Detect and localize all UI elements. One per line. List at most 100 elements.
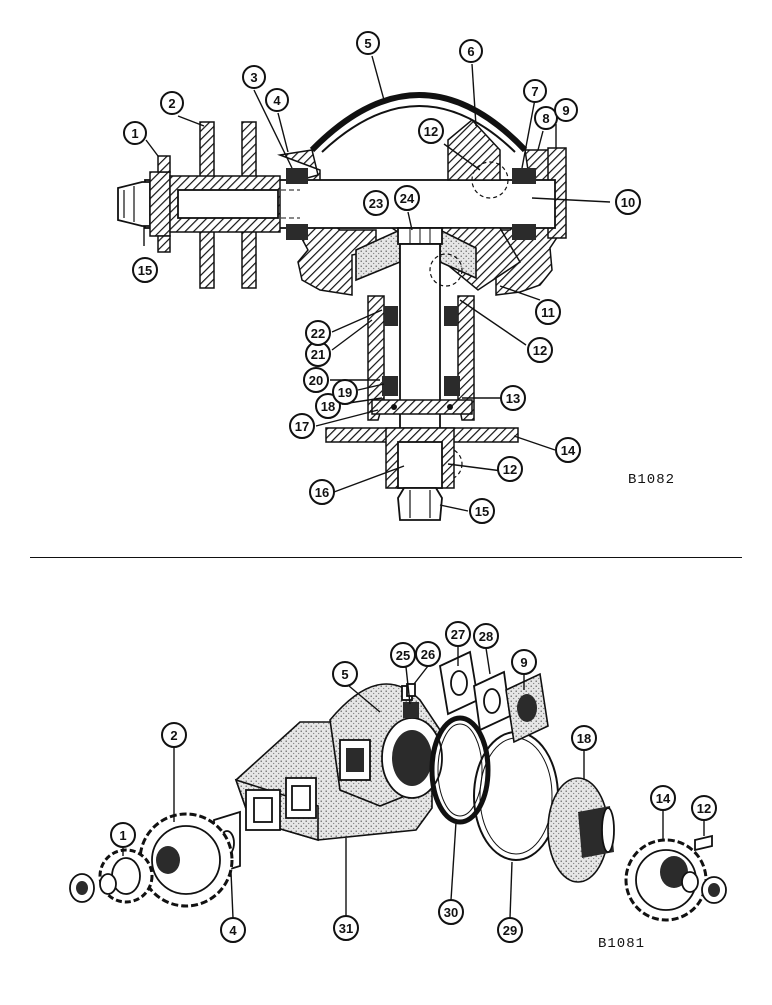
callout-label: 5 — [341, 667, 348, 682]
callout-label: 11 — [541, 305, 555, 320]
callout-label: 16 — [315, 485, 329, 500]
lower-vbearing-left — [382, 376, 398, 396]
callout-2-top: 2 — [160, 91, 184, 115]
sprocket-hub — [149, 171, 171, 237]
callout-15-top-b: 15 — [469, 498, 495, 524]
callout-label: 5 — [364, 36, 371, 51]
callout-label: 19 — [338, 385, 352, 400]
breather-plug — [406, 683, 416, 697]
callout-13-top: 13 — [500, 385, 526, 411]
callout-8-top: 8 — [534, 106, 558, 130]
callout-label: 25 — [396, 648, 410, 663]
callout-label: 10 — [621, 195, 635, 210]
callout-label: 30 — [444, 905, 458, 920]
callout-4-bottom: 4 — [220, 917, 246, 943]
figure-code-top: B1082 — [628, 472, 676, 488]
callout-21-top: 21 — [305, 341, 331, 367]
callout-3-top: 3 — [242, 65, 266, 89]
right-bearing-top — [512, 168, 536, 184]
figure-divider — [30, 557, 742, 558]
callout-label: 23 — [369, 196, 383, 211]
callout-label: 1 — [119, 828, 126, 843]
callout-5-top: 5 — [356, 31, 380, 55]
callout-label: 15 — [138, 263, 152, 278]
callout-20-top: 20 — [303, 367, 329, 393]
callout-27-bottom: 27 — [445, 621, 471, 647]
callout-12-top-a: 12 — [418, 118, 444, 144]
left-bearing-top — [286, 168, 308, 184]
callout-label: 27 — [451, 627, 465, 642]
callout-7-top: 7 — [523, 79, 547, 103]
right-bearing-bottom — [512, 224, 536, 240]
callout-label: 14 — [561, 443, 576, 458]
callout-18-bottom: 18 — [571, 725, 597, 751]
callout-4-top: 4 — [265, 88, 289, 112]
callout-11-top: 11 — [535, 299, 561, 325]
callout-label: 26 — [421, 647, 435, 662]
gasket-ring — [429, 715, 491, 825]
callout-label: 15 — [475, 504, 489, 519]
callout-12-bottom: 12 — [691, 795, 717, 821]
callout-label: 6 — [467, 44, 474, 59]
callout-label: 13 — [506, 391, 520, 406]
callout-label: 2 — [170, 728, 177, 743]
callout-12-top-b: 12 — [527, 337, 553, 363]
callout-label: 17 — [295, 419, 309, 434]
callout-label: 20 — [309, 373, 323, 388]
callout-label: 12 — [424, 124, 438, 139]
callout-label: 4 — [273, 93, 281, 108]
upper-vbearing-left — [384, 306, 398, 326]
callout-label: 3 — [250, 70, 257, 85]
callout-22-top: 22 — [305, 320, 331, 346]
callout-26-bottom: 26 — [415, 641, 441, 667]
callout-label: 29 — [503, 923, 517, 938]
upper-vbearing-right — [444, 306, 458, 326]
callout-label: 9 — [562, 103, 569, 118]
washer-left — [99, 873, 117, 895]
callout-label: 24 — [400, 191, 415, 206]
callout-label: 9 — [520, 655, 527, 670]
callout-label: 7 — [531, 84, 538, 99]
callout-5-bottom: 5 — [332, 661, 358, 687]
exploded-view — [69, 650, 727, 922]
callout-label: 1 — [131, 126, 138, 141]
callout-label: 31 — [339, 921, 353, 936]
callout-9-bottom: 9 — [511, 649, 537, 675]
callout-9-top: 9 — [554, 98, 578, 122]
callout-12-top-c: 12 — [497, 456, 523, 482]
housing-dome-inner — [321, 105, 516, 153]
callout-1-bottom: 1 — [110, 822, 136, 848]
callout-label: 2 — [168, 96, 175, 111]
leader-lines — [122, 55, 705, 919]
breather-fitting — [403, 702, 419, 718]
callout-label: 12 — [503, 462, 517, 477]
callout-17-top: 17 — [289, 413, 315, 439]
bearing-cover — [371, 399, 473, 415]
left-bearing-bottom — [286, 224, 308, 240]
callout-label: 22 — [311, 326, 325, 341]
lower-vbearing-right — [444, 376, 460, 396]
callout-15-top-a: 15 — [132, 257, 158, 283]
callout-label: 4 — [229, 923, 237, 938]
callout-23-top: 23 — [363, 190, 389, 216]
callout-14-top: 14 — [555, 437, 581, 463]
washer-right — [681, 871, 699, 893]
shaft-nut-bottom — [397, 487, 443, 521]
callout-label: 21 — [311, 347, 325, 362]
figure-code-bottom: B1081 — [598, 936, 646, 952]
key-12 — [694, 834, 713, 852]
callout-30-bottom: 30 — [438, 899, 464, 925]
callout-25-bottom: 25 — [390, 642, 416, 668]
callout-1-top: 1 — [123, 121, 147, 145]
callout-label: 14 — [656, 791, 671, 806]
callout-label: 18 — [577, 731, 591, 746]
callout-28-bottom: 28 — [473, 623, 499, 649]
callout-2-bottom: 2 — [161, 722, 187, 748]
callout-29-bottom: 29 — [497, 917, 523, 943]
housing-dome — [309, 92, 528, 153]
callout-18-top: 18 — [315, 393, 341, 419]
callout-label: 8 — [542, 111, 549, 126]
callout-10-top: 10 — [615, 189, 641, 215]
callout-6-top: 6 — [459, 39, 483, 63]
